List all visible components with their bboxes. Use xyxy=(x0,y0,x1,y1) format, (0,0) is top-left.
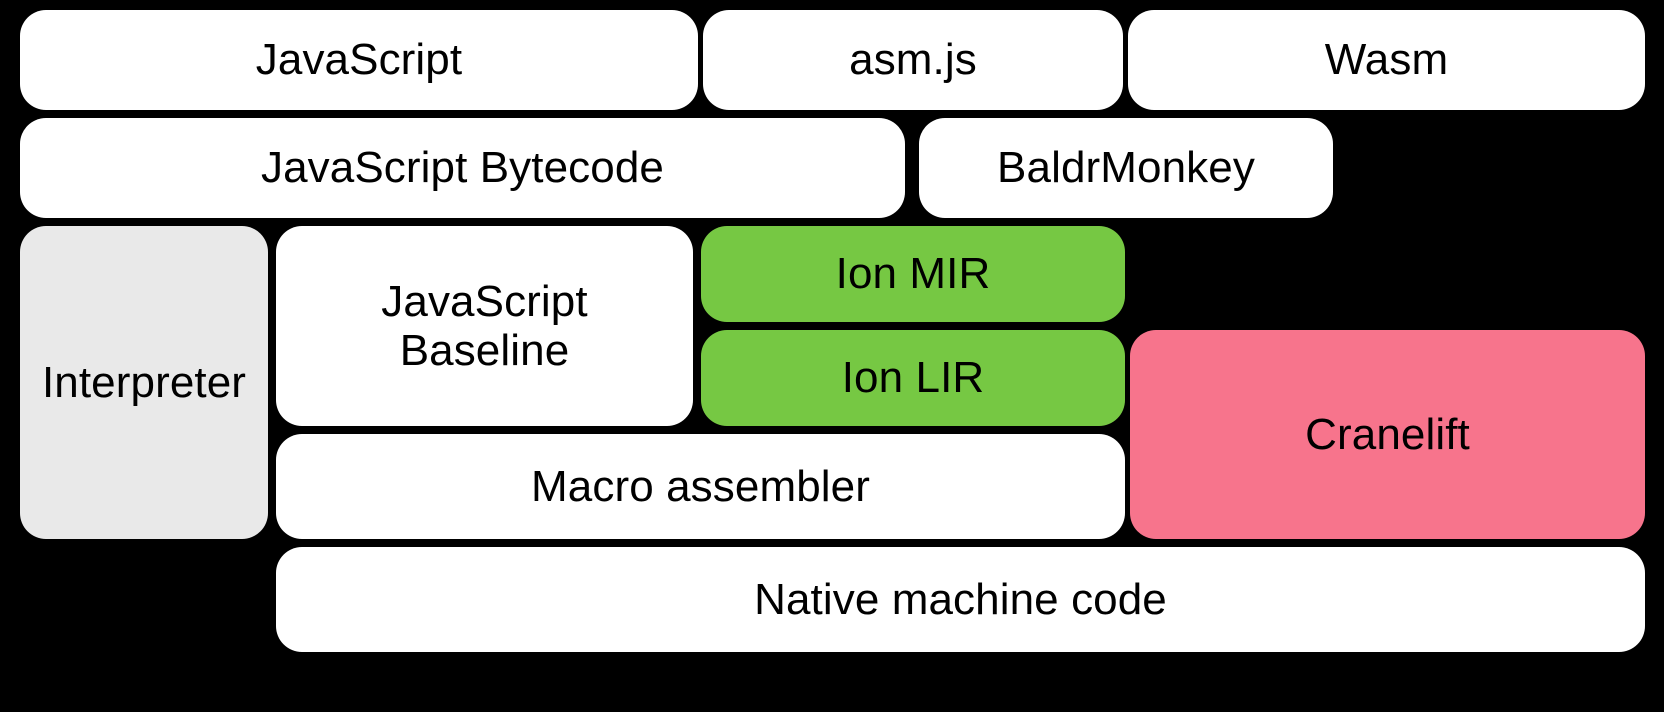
block-javascript-baseline[interactable]: JavaScript Baseline xyxy=(276,226,693,426)
block-ion-lir[interactable]: Ion LIR xyxy=(701,330,1125,426)
block-wasm[interactable]: Wasm xyxy=(1128,10,1645,110)
block-ion-mir[interactable]: Ion MIR xyxy=(701,226,1125,322)
block-cranelift[interactable]: Cranelift xyxy=(1130,330,1645,539)
block-interpreter[interactable]: Interpreter xyxy=(20,226,268,539)
block-javascript[interactable]: JavaScript xyxy=(20,10,698,110)
block-native-machine-code[interactable]: Native machine code xyxy=(276,547,1645,652)
block-javascript-bytecode[interactable]: JavaScript Bytecode xyxy=(20,118,905,218)
block-macro-assembler[interactable]: Macro assembler xyxy=(276,434,1125,539)
block-asm-js[interactable]: asm.js xyxy=(703,10,1123,110)
block-baldrmonkey[interactable]: BaldrMonkey xyxy=(919,118,1333,218)
